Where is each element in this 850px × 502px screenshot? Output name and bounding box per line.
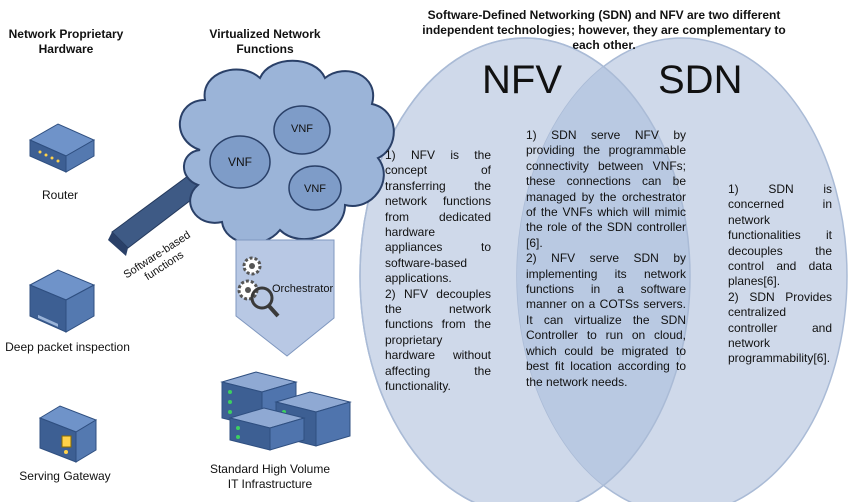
dpi-appliance-icon — [28, 269, 96, 333]
vnf-label: VNF — [304, 183, 326, 195]
server-rack-icon — [220, 371, 352, 451]
nfv-title: NFV — [482, 58, 562, 102]
sdn-point: 2) SDN Provides centralized controller a… — [728, 289, 832, 366]
overlap-point: 2) NFV serve SDN by implementing its net… — [526, 251, 686, 389]
nfv-point: 2) NFV decouples the network functions f… — [385, 286, 491, 394]
gateway-icon — [38, 405, 98, 463]
nfv-point: 1) NFV is the concept of transferring th… — [385, 148, 491, 286]
sdn-description: 1) SDN is concerned in network functiona… — [728, 182, 832, 367]
diagram-title: Software-Defined Networking (SDN) and NF… — [422, 8, 786, 52]
dpi-label: Deep packet inspection — [5, 340, 130, 354]
overlap-description: 1) SDN serve NFV by providing the progra… — [526, 128, 686, 390]
vnf-label: VNF — [291, 123, 313, 135]
sdn-point: 1) SDN is concerned in network functiona… — [728, 182, 832, 289]
orchestrator-icon — [237, 256, 280, 318]
infrastructure-label: Standard High Volume IT Infrastructure — [209, 462, 331, 491]
vnf-label: VNF — [228, 155, 252, 169]
overlap-point: 1) SDN serve NFV by providing the progra… — [526, 128, 686, 250]
sdn-title: SDN — [658, 58, 743, 102]
nfv-description: 1) NFV is the concept of transferring th… — [385, 148, 491, 395]
router-label: Router — [41, 188, 79, 202]
gateway-label: Serving Gateway — [19, 469, 111, 483]
overlap-region — [517, 38, 690, 502]
router-icon — [28, 123, 96, 173]
vnf-cloud — [178, 59, 395, 245]
nfv-architecture-graphic — [28, 59, 395, 463]
hardware-header: Network Proprietary Hardware — [8, 27, 124, 56]
orchestrator-label: Orchestrator — [272, 283, 334, 295]
virtualized-header: Virtualized Network Functions — [209, 27, 321, 56]
